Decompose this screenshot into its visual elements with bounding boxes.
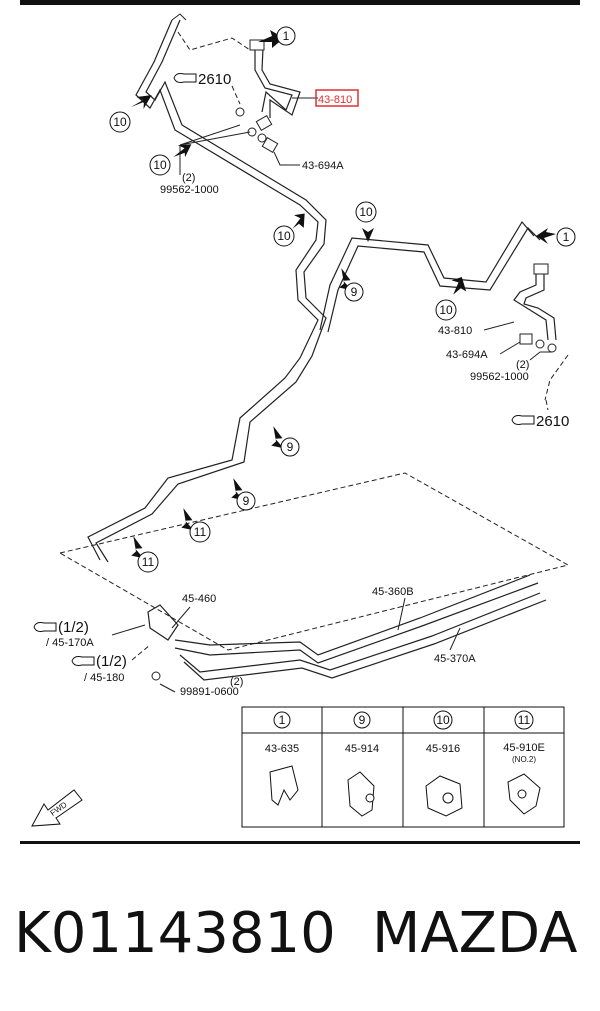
leader-99891 — [159, 683, 176, 693]
callout-9-b: 9 — [280, 437, 300, 457]
highlight-box — [315, 89, 359, 107]
fittings-top — [179, 107, 569, 401]
bottom-rule — [20, 841, 580, 844]
callout-10-e: 10 — [435, 299, 457, 321]
callout-9-b-text: 9 — [287, 440, 294, 454]
callout-11-b: 11 — [137, 551, 159, 573]
part-99891: 99891-0600 — [180, 686, 239, 698]
callout-9-c-text: 9 — [243, 494, 250, 508]
part-45370a: 45-370A — [434, 653, 476, 665]
callout-1-top: 1 — [276, 26, 296, 46]
qty-2-bottom: (2) — [230, 676, 243, 688]
callout-1-right-text: 1 — [563, 230, 570, 244]
ref-arrow-half-a — [111, 624, 146, 636]
part-43694a-right: 43-694A — [446, 349, 488, 361]
legend-item-9-num: 9 — [359, 713, 366, 727]
hand-pointer-icon — [173, 73, 197, 83]
leader-43810-right — [483, 321, 515, 331]
callout-1-top-text: 1 — [283, 29, 290, 43]
floor-outline — [58, 472, 570, 651]
clip-legend-table: 1 43-635 9 45-914 10 45-916 11 45-910E (… — [241, 706, 565, 828]
part-43694a-top: 43-694A — [302, 160, 344, 172]
leader-45370a — [449, 627, 461, 651]
callout-10-d: 10 — [355, 201, 377, 223]
ref-2610-right: 2610 — [536, 413, 569, 430]
part-99562-top: 99562-1000 — [160, 184, 219, 196]
legend-item-11-part: 45-910E — [503, 742, 545, 754]
caption-part-number: K01143810 — [14, 901, 336, 966]
fwd-arrow-icon: FWD — [31, 789, 83, 827]
legend-item-1: 1 43-635 — [265, 711, 299, 806]
clip-1-icon — [269, 765, 299, 806]
legend-item-9-part: 45-914 — [345, 743, 379, 755]
callout-10-b: 10 — [149, 154, 171, 176]
ref-half-a: (1/2) — [58, 619, 89, 636]
caption-brand: MAZDA — [372, 901, 577, 966]
callout-arrows — [130, 30, 556, 559]
flexible-hose-top — [249, 39, 301, 132]
junction-block — [147, 574, 547, 681]
callout-11-a-text: 11 — [194, 525, 207, 539]
legend-item-11: 11 45-910E (NO.2) — [503, 710, 545, 815]
qty-2-top: (2) — [182, 172, 195, 184]
callout-9-c: 9 — [236, 491, 256, 511]
callout-10-d-text: 10 — [359, 205, 373, 219]
callout-10-b-text: 10 — [153, 158, 167, 172]
callout-10-c: 10 — [273, 225, 295, 247]
ref-45180: / 45-180 — [84, 672, 124, 684]
callout-11-a: 11 — [189, 521, 211, 543]
ref-half-b: (1/2) — [96, 653, 127, 670]
ref-arrow-half-b — [131, 644, 151, 661]
callout-9-a: 9 — [344, 282, 364, 302]
brake-pipe-main — [87, 13, 327, 563]
ref-2610-top: 2610 — [198, 71, 231, 88]
hand-pointer-icon — [33, 622, 57, 632]
leader-45460 — [171, 606, 191, 629]
legend-item-10-part: 45-916 — [426, 743, 460, 755]
legend-item-11-num: 11 — [518, 713, 531, 727]
legend-item-1-num: 1 — [279, 713, 286, 727]
callout-10-a-text: 10 — [113, 115, 127, 129]
brake-pipe-right — [319, 220, 541, 333]
ref-arrow-2610-right — [545, 399, 549, 411]
part-99562-right: 99562-1000 — [470, 371, 529, 383]
ref-arrow-2610-top — [231, 85, 241, 105]
hand-pointer-icon — [71, 656, 95, 666]
legend-item-1-part: 43-635 — [265, 743, 299, 755]
callout-10-e-text: 10 — [439, 303, 453, 317]
qty-2-right: (2) — [516, 359, 529, 371]
callout-9-a-text: 9 — [351, 285, 358, 299]
legend-item-11-sub: (NO.2) — [512, 755, 536, 764]
leader-dash-top — [177, 31, 251, 51]
part-43810-right: 43-810 — [438, 325, 472, 337]
hand-pointer-icon — [511, 415, 535, 425]
clip-9-icon — [347, 771, 375, 817]
top-border — [20, 0, 580, 5]
legend-item-10: 10 45-916 — [425, 710, 463, 817]
callout-10-a: 10 — [109, 111, 131, 133]
part-45460: 45-460 — [182, 593, 216, 605]
callout-11-b-text: 11 — [142, 555, 155, 569]
callout-1-right: 1 — [556, 227, 576, 247]
leader-45360b — [397, 597, 406, 631]
ref-45170a: / 45-170A — [46, 637, 94, 649]
legend-item-10-num: 10 — [436, 713, 450, 727]
callout-10-c-text: 10 — [277, 229, 291, 243]
part-45360b: 45-360B — [372, 586, 414, 598]
part-43810-highlight: 43-810 — [318, 94, 352, 106]
legend-item-9: 9 45-914 — [345, 711, 379, 817]
